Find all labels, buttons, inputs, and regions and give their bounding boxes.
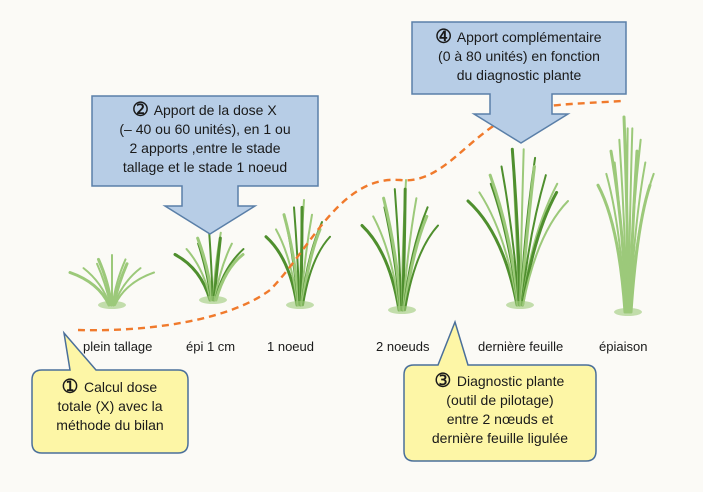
leaf (197, 242, 213, 301)
stage-label-1-noeud: 1 noeud (267, 339, 314, 354)
leaf (393, 188, 403, 311)
leaf (185, 248, 212, 301)
plant-epiaison (596, 115, 655, 316)
plant-base (98, 301, 126, 309)
callout-1-box (31, 330, 189, 454)
leaf (196, 236, 214, 302)
plant-base (388, 306, 416, 314)
callout-2-line-2: (– 40 ou 60 unités), en 1 ou (119, 121, 291, 137)
leaf (302, 235, 331, 306)
callout-1-line-3: méthode du bilan (56, 417, 164, 433)
plant-base (286, 301, 314, 309)
callout-3-line-1: ➂ Diagnostic plante (435, 371, 565, 390)
leaf (360, 224, 401, 312)
plant-base (199, 296, 227, 304)
callout-4-line-3: du diagnostic plante (456, 67, 582, 83)
plant-epi-1cm (173, 231, 245, 304)
leaf (478, 191, 519, 306)
callout-3-line-2: (outil de pilotage) (446, 392, 554, 408)
callout-4-text: ➃ Apport complémentaire (0 à 80 unités) … (412, 27, 626, 85)
plant-2-noeuds (360, 179, 439, 314)
callout-4-number: ➃ (436, 27, 451, 46)
leaf (510, 147, 522, 307)
stage-label-derniere-feuille: dernière feuille (478, 339, 564, 354)
callout-4-box (411, 21, 627, 144)
plant-1-noeud (264, 199, 331, 309)
leaf (402, 197, 418, 311)
callout-1-number: ➀ (62, 377, 78, 396)
leaf (208, 231, 214, 301)
callout-2-line-4: tallage et le stade 1 noeud (122, 159, 288, 175)
leaf (500, 165, 520, 306)
leaf (382, 196, 403, 312)
leaf (402, 214, 429, 312)
leaf (212, 236, 222, 302)
stage-label-epi-1cm: épi 1 cm (186, 339, 236, 354)
callout-2-line-3: 2 apports ,entre le stade (129, 140, 281, 156)
callout-1-line-1: ➀ Calcul dose (62, 377, 158, 396)
callout-1-text: ➀ Calcul dose totale (X) avec la méthode… (32, 377, 188, 435)
callout-2-text: ➁ Apport de la dose X (– 40 ou 60 unités… (92, 100, 318, 177)
leaf (401, 187, 407, 312)
leaf (466, 199, 519, 307)
leaf (519, 148, 525, 306)
plant-plein-tallage (68, 254, 155, 309)
callout-3-text: ➂ Diagnostic plante (outil de pilotage) … (404, 371, 596, 448)
callout-2-box (91, 95, 319, 235)
callout-2-line-1: ➁ Apport de la dose X (133, 100, 277, 119)
leaf (522, 200, 569, 306)
callout-2-number: ➁ (133, 100, 148, 119)
leaf (629, 183, 652, 314)
plant-derniere-feuille (466, 147, 569, 309)
callout-3-number: ➂ (435, 371, 450, 390)
plants-group (68, 115, 655, 316)
leaf (404, 224, 439, 311)
stage-label-plein-tallage: plein tallage (83, 339, 153, 354)
callout-4-line-1: ➃ Apport complémentaire (436, 27, 602, 46)
leaf (214, 253, 245, 302)
leaf (520, 174, 547, 306)
callout-4-line-2: (0 à 80 unités) en fonction (438, 48, 600, 64)
stage-label-2-noeuds: 2 noeuds (376, 339, 430, 354)
stage-label-epiaison: épiaison (599, 339, 648, 354)
callout-3-line-4: dernière feuille ligulée (431, 430, 569, 446)
callout-3-box (403, 319, 597, 462)
leaf (488, 173, 520, 307)
plant-base (506, 301, 534, 309)
leaf (372, 215, 401, 311)
plant-base (614, 308, 642, 316)
callout-3-line-3: entre 2 nœuds et (446, 411, 554, 427)
callout-1-line-2: totale (X) avec la (57, 398, 163, 414)
leaf (519, 165, 536, 307)
leaf (173, 253, 212, 302)
